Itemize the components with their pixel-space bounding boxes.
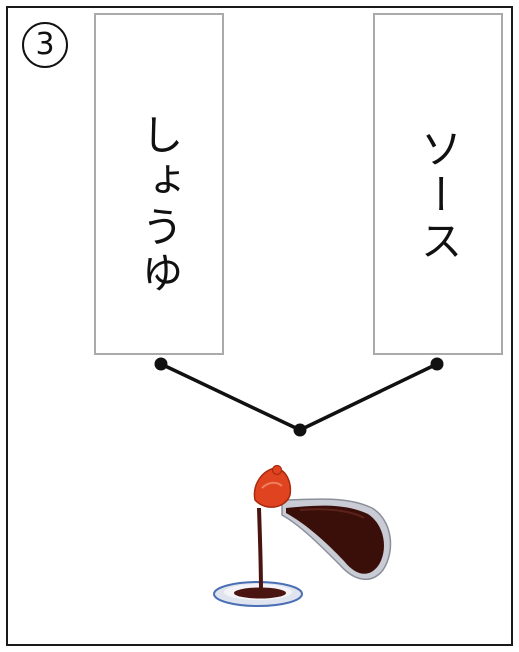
dot-left[interactable] [154,357,168,371]
dot-center[interactable] [293,423,307,437]
line-left [160,362,301,432]
problem-number: 3 [35,27,55,62]
card-label: しょうゆ [135,113,184,297]
problem-number-badge: 3 [22,22,68,68]
card-label: ソース [414,127,463,265]
answer-card-soy-sauce[interactable]: しょうゆ [94,13,224,355]
dot-right[interactable] [430,357,444,371]
answer-card-sauce[interactable]: ソース [373,13,503,355]
soy-sauce-bottle-icon [213,464,392,607]
line-right [299,362,438,432]
